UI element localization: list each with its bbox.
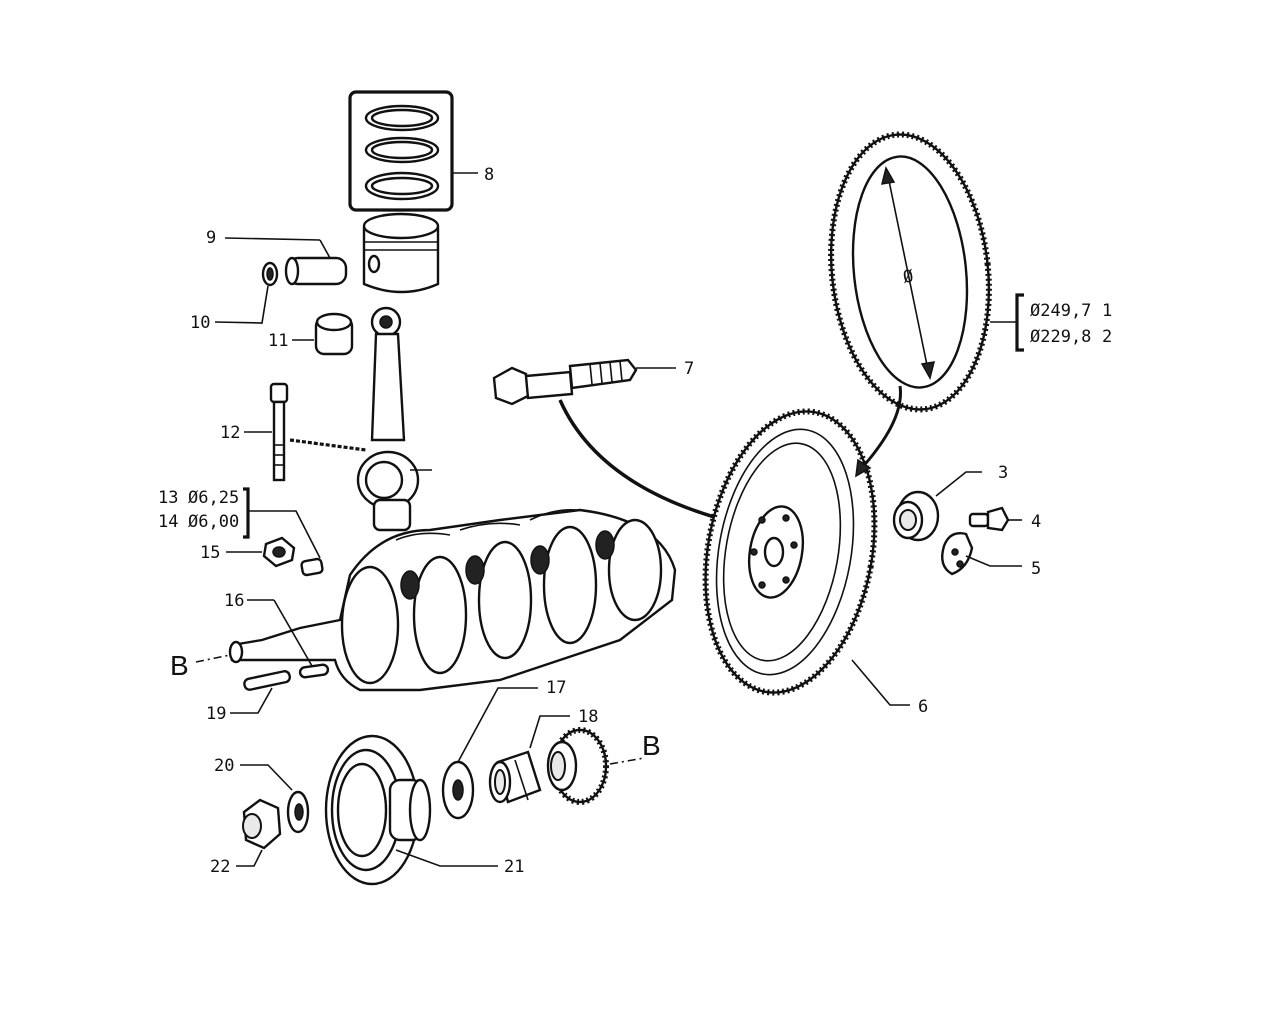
- flywheel-bolt: [492, 358, 746, 532]
- callout-5: 5: [1031, 559, 1041, 579]
- callout-14: 14: [158, 512, 178, 532]
- piston: [362, 212, 440, 294]
- pulley-nut: [236, 798, 282, 867]
- small-end-bush: [292, 312, 354, 356]
- ring-gear-size-1: Ø249,7: [1030, 301, 1091, 321]
- flywheel: [702, 408, 910, 706]
- callout-8: 8: [484, 165, 494, 185]
- conrod-bolt: [244, 382, 367, 482]
- section-mark-b-left: B: [170, 650, 189, 681]
- dowel-pin-bracket: [243, 487, 324, 577]
- callout-1: 1: [1102, 301, 1112, 321]
- callout-17: 17: [546, 678, 566, 698]
- callout-13: 13: [158, 488, 178, 508]
- callout-16: 16: [224, 591, 244, 611]
- callout-9: 9: [206, 228, 216, 248]
- callout-12: 12: [220, 423, 240, 443]
- ring-gear: [828, 131, 1024, 478]
- crank-pulley: [324, 734, 498, 886]
- spacer-17: [441, 687, 538, 820]
- piston-rings-group: [348, 90, 478, 212]
- ring-gear-size-2: Ø229,8: [1030, 327, 1091, 347]
- callout-20: 20: [214, 756, 234, 776]
- connecting-rod: [356, 306, 432, 532]
- callout-18: 18: [578, 707, 598, 727]
- diameter-symbol: Ø: [902, 266, 916, 287]
- woodruff-keys: [230, 599, 330, 714]
- callout-10: 10: [190, 313, 210, 333]
- timing-gear: [546, 727, 645, 805]
- timing-gear-sleeve: [488, 715, 570, 804]
- callout-19: 19: [206, 704, 226, 724]
- pulley-washer: [240, 764, 310, 834]
- screw-4: [968, 506, 1022, 532]
- callout-21: 21: [504, 857, 524, 877]
- callout-22: 22: [210, 857, 230, 877]
- callout-4: 4: [1031, 512, 1041, 532]
- callout-11: 11: [268, 331, 288, 351]
- nut-15: [226, 536, 296, 568]
- circlip: [214, 261, 279, 324]
- pilot-bush: [892, 471, 982, 542]
- callout-15: 15: [200, 543, 220, 563]
- pin-size-14: Ø6,00: [188, 512, 239, 532]
- section-mark-b-right: B: [642, 730, 661, 761]
- piston-pin: [224, 237, 348, 286]
- callout-6: 6: [918, 697, 928, 717]
- callout-2: 2: [1102, 327, 1112, 347]
- crankshaft: [228, 508, 677, 692]
- callout-7: 7: [684, 359, 694, 379]
- pin-size-13: Ø6,25: [188, 488, 239, 508]
- lock-plate: [941, 532, 1022, 576]
- callout-3: 3: [998, 463, 1008, 483]
